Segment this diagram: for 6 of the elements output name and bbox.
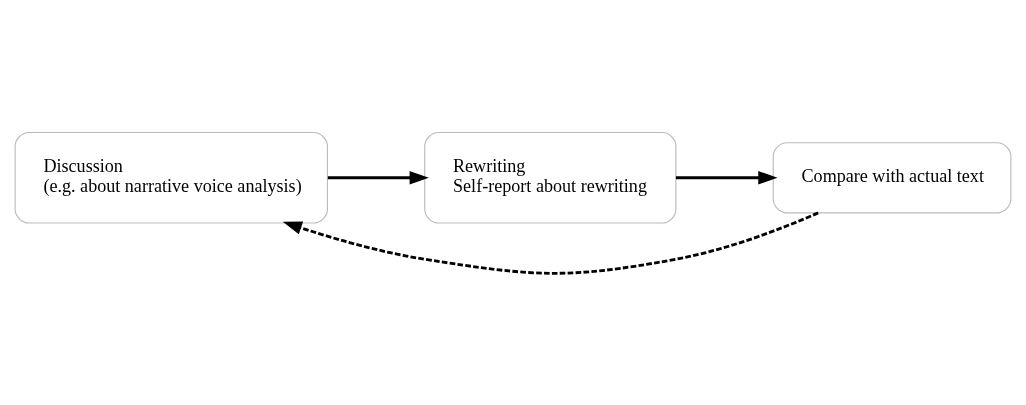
node-box: Compare with actual text (772, 141, 1012, 213)
node-box: Discussion (e.g. about narrative voice analysis) (14, 131, 328, 224)
arrow (282, 211, 819, 275)
arrow (327, 170, 429, 185)
node-box: Rewriting Self-report about rewriting (424, 131, 677, 224)
arrow (675, 170, 778, 185)
